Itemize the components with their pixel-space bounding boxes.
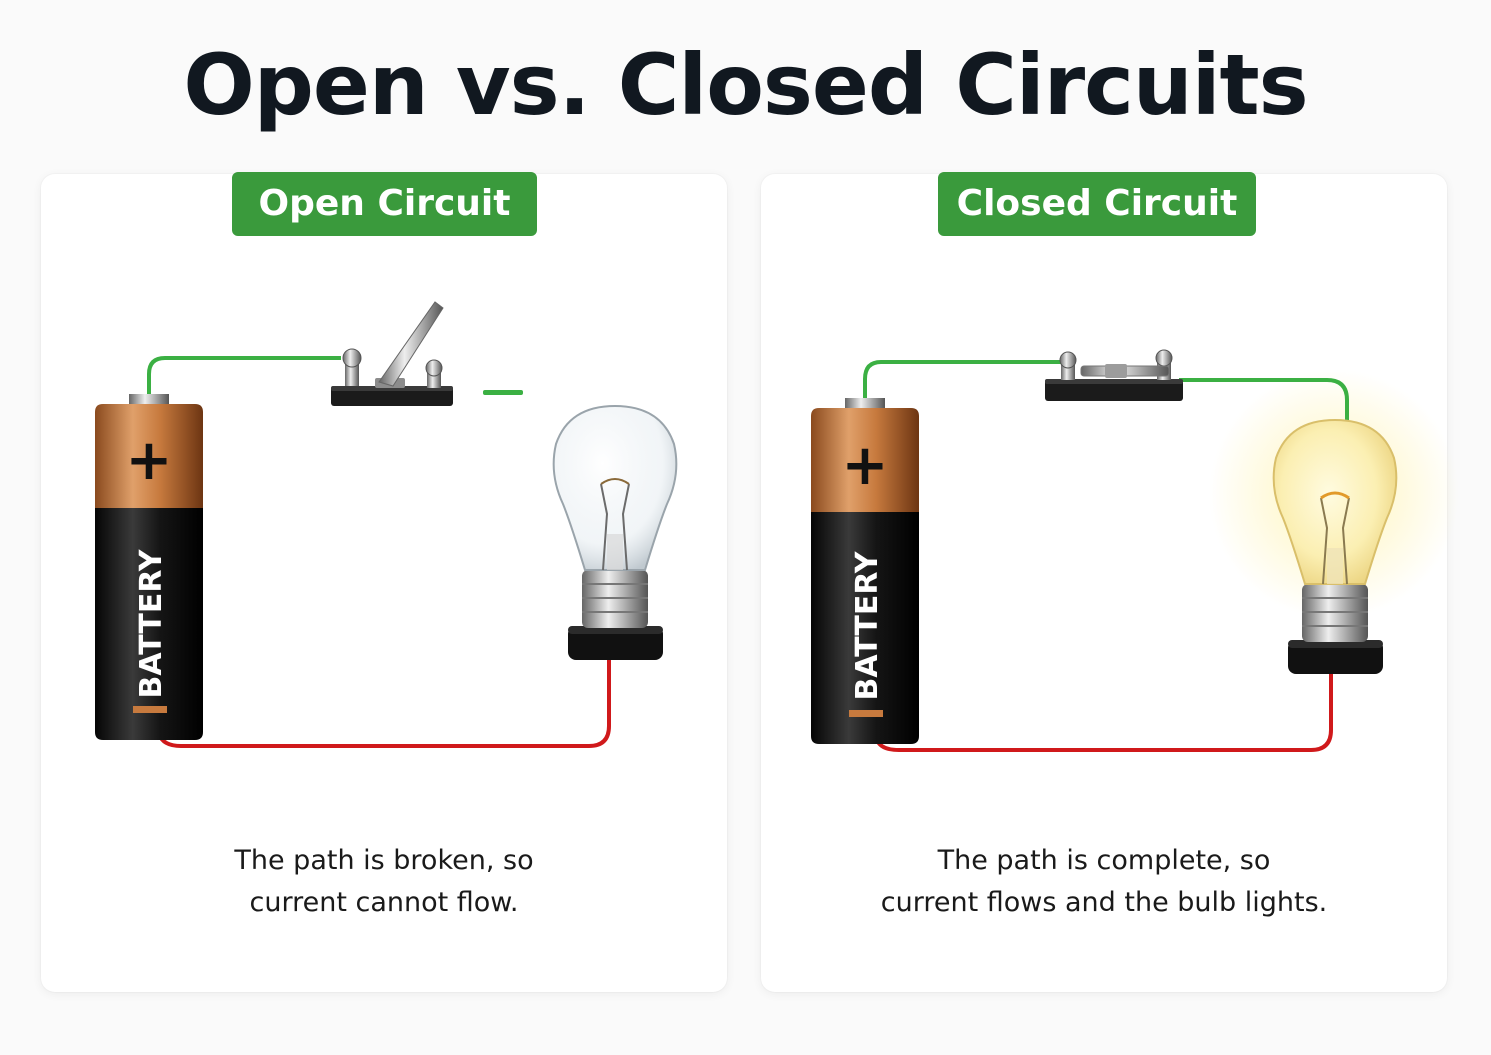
light-bulb-lit <box>1272 418 1398 674</box>
caption-line: current cannot flow. <box>249 887 519 918</box>
battery-minus-mark <box>133 706 167 713</box>
knife-switch-closed[interactable] <box>1045 349 1183 401</box>
battery-minus-mark <box>849 710 883 717</box>
closed-circuit-panel: + BATTERY Closed Circuit The path is com… <box>761 172 1459 992</box>
page-title: Open vs. Closed Circuits <box>183 36 1308 134</box>
broken-wire-gap <box>483 390 523 395</box>
battery: + BATTERY <box>811 398 919 744</box>
battery-plus-sign: + <box>126 428 173 493</box>
open-circuit-caption: The path is broken, so current cannot fl… <box>41 840 727 924</box>
positive-wire <box>863 360 1061 406</box>
battery-plus-sign: + <box>842 433 889 498</box>
caption-line: The path is complete, so <box>937 845 1271 876</box>
caption-line: The path is broken, so <box>234 845 534 876</box>
closed-circuit-caption: The path is complete, so current flows a… <box>761 840 1447 924</box>
battery-label: BATTERY <box>850 550 885 700</box>
switch-to-bulb-wire <box>1179 378 1349 424</box>
negative-wire <box>157 659 611 748</box>
positive-wire <box>147 356 341 399</box>
closed-circuit-diagram: + BATTERY <box>811 349 1459 752</box>
knife-switch-open[interactable] <box>331 301 453 406</box>
closed-circuit-badge: Closed Circuit <box>938 172 1256 236</box>
open-circuit-diagram: + BATTERY <box>95 301 678 748</box>
caption-line: current flows and the bulb lights. <box>880 887 1328 918</box>
battery-label: BATTERY <box>134 548 169 698</box>
battery: + BATTERY <box>95 394 203 740</box>
light-bulb-unlit <box>552 404 678 660</box>
open-circuit-panel: + BATTERY Open Circuit The path is broke… <box>41 172 727 992</box>
open-circuit-badge: Open Circuit <box>232 172 537 236</box>
negative-wire <box>875 674 1333 752</box>
